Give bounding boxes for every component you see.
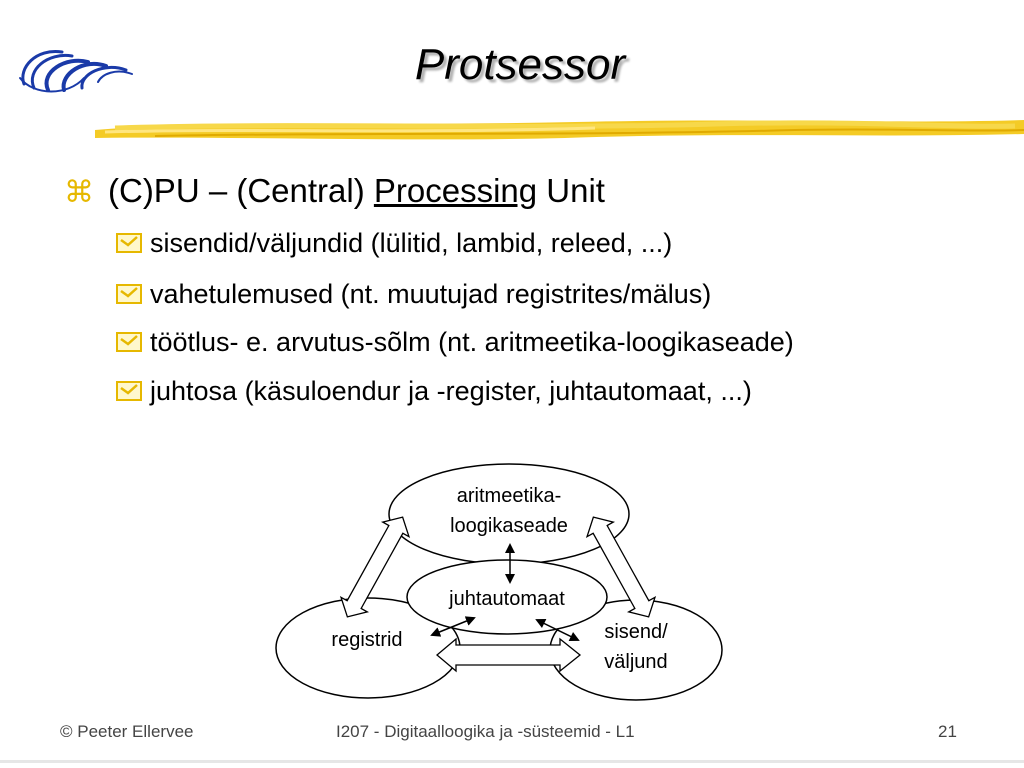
arrow-control-registers — [430, 616, 476, 637]
underlined-word: Processing — [373, 172, 538, 209]
bullet-main: ⌘ (C)PU – (Central) Processing Unit — [64, 172, 605, 210]
block-arrow-alu-io — [585, 516, 657, 618]
alu-ellipse — [388, 463, 630, 565]
io-label-line1: sisend/ — [604, 621, 668, 643]
sub-bullet: juhtosa (käsuloendur ja -register, juhta… — [116, 376, 752, 407]
logo-swirl-icon — [19, 50, 133, 93]
alu-label-line2: loogikaseade — [450, 515, 568, 537]
bullet-main-text: (C)PU – (Central) Processing Unit — [108, 172, 605, 209]
control-label: juhtautomaat — [448, 588, 565, 610]
sub-bullet: vahetulemused (nt. muutujad registrites/… — [116, 279, 711, 310]
footer-author: © Peeter Ellervee — [60, 722, 194, 741]
checkbox-icon — [116, 332, 142, 352]
footer-course: I207 - Digitaalloogika ja -süsteemid - L… — [336, 722, 635, 741]
sub-bullet: töötlus- e. arvutus-sõlm (nt. aritmeetik… — [116, 327, 794, 358]
bottom-divider — [0, 760, 1024, 763]
sub-bullet-text: juhtosa (käsuloendur ja -register, juhta… — [150, 376, 752, 406]
command-key-icon: ⌘ — [64, 176, 94, 209]
sub-bullet-text: töötlus- e. arvutus-sõlm (nt. aritmeetik… — [150, 327, 794, 357]
checkbox-icon — [116, 381, 142, 401]
registers-label: registrid — [331, 629, 402, 651]
io-label-line2: väljund — [604, 651, 667, 673]
sub-bullet: sisendid/väljundid (lülitid, lambid, rel… — [116, 228, 672, 259]
sub-bullet-text: sisendid/väljundid (lülitid, lambid, rel… — [150, 228, 673, 258]
footer-page-number: 21 — [938, 722, 957, 741]
checkbox-icon — [116, 233, 142, 253]
sub-bullet-text: vahetulemused (nt. muutujad registrites/… — [150, 279, 712, 309]
block-arrow-alu-registers — [339, 516, 411, 618]
arrow-control-io — [535, 619, 580, 641]
cpu-diagram: aritmeetika- loogikaseade juhtautomaat r… — [275, 463, 723, 701]
alu-label-line1: aritmeetika- — [457, 485, 561, 507]
checkbox-icon — [116, 284, 142, 304]
slide-title: Protsessor — [414, 40, 626, 89]
yellow-brush-divider — [95, 120, 1024, 140]
block-arrow-registers-io — [435, 637, 582, 673]
